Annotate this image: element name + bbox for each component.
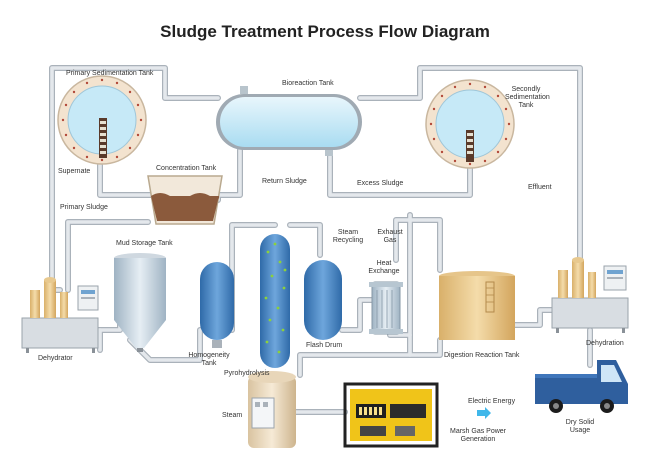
pyrohydrolysis-icon [260, 234, 290, 368]
diagram-title: Sludge Treatment Process Flow Diagram [160, 22, 490, 41]
label-return-sludge: Return Sludge [262, 178, 307, 185]
label-primary-sludge: Primary Sludge [60, 204, 108, 211]
heat-exchange-icon [369, 281, 403, 335]
marsh-gas-generator-icon [343, 382, 491, 448]
label-concentration-tank: Concentration Tank [156, 165, 217, 172]
bioreaction-tank-icon [216, 86, 362, 156]
label-excess-sludge: Excess Sludge [357, 180, 404, 187]
label-flash-drum: Flash Drum [306, 342, 343, 349]
label-mud-storage-tank: Mud Storage Tank [116, 240, 173, 247]
label-electric-energy: Electric Energy [468, 398, 516, 405]
label-dry-solid-usage: Dry Solid Usage [565, 419, 595, 435]
label-steam-recycling: Steam Recycling [332, 229, 364, 245]
label-supernate: Supernate [58, 168, 91, 175]
label-bioreaction-tank: Bioreaction Tank [282, 80, 334, 87]
label-exhaust-gas: Exhaust Gas [377, 229, 403, 245]
dehydration-icon [551, 257, 629, 333]
label-effluent: Effluent [528, 184, 552, 191]
label-primary-sedimentation-tank: Primary Sedimentation Tank [66, 70, 154, 77]
flash-drum-icon [304, 260, 342, 340]
dehydrator-icon [21, 277, 99, 353]
concentration-tank-icon [147, 175, 223, 225]
steam-boiler-icon [248, 371, 296, 448]
label-dehydration: Dehydration [586, 340, 624, 347]
digestion-reaction-tank-icon [439, 271, 515, 340]
mud-storage-tank-icon [114, 253, 166, 352]
label-dehydrator: Dehydrator [38, 355, 73, 362]
secondly-sedimentation-tank-icon [425, 79, 515, 169]
label-digestion-reaction-tank: Digestion Reaction Tank [444, 352, 520, 359]
label-marsh-gas-power-generation: Marsh Gas Power Generation [449, 428, 507, 444]
homogeneity-tank-icon [200, 262, 234, 348]
label-homogeneity-tank: Homogeneity Tank [188, 352, 230, 368]
dry-solid-truck-icon [535, 360, 628, 413]
label-secondly-sedimentation-tank: Secondly Sedimentation Tank [505, 86, 550, 110]
label-pyrohydrolysis: Pyrohydrolysis [224, 370, 270, 377]
primary-sedimentation-tank-icon [57, 75, 147, 165]
label-steam: Steam [222, 412, 243, 419]
label-heat-exchange: Heat Exchange [368, 260, 400, 276]
